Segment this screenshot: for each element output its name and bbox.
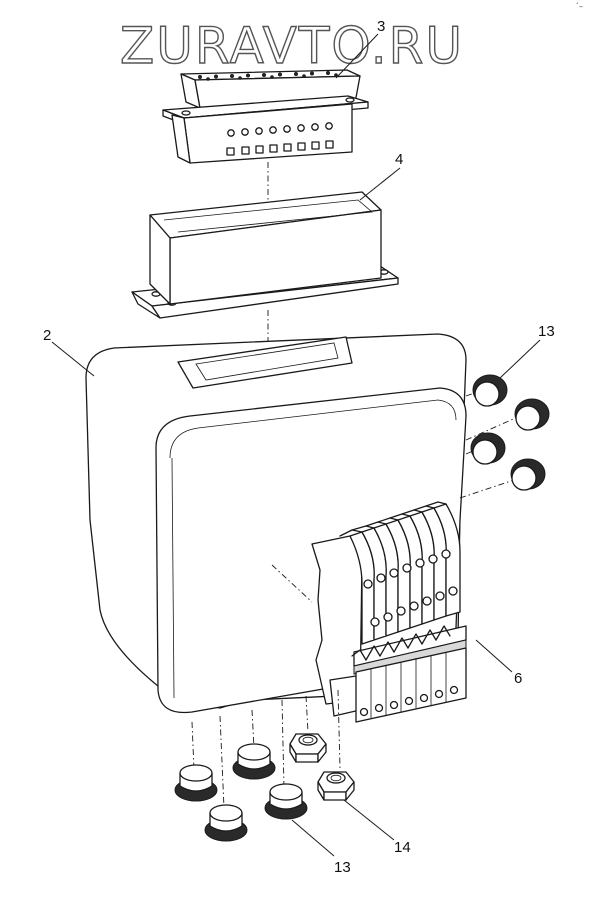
watermark-text: ZURAVTO.RU [120,17,464,75]
leader-4 [359,167,401,201]
side-plugs-13 [459,374,550,499]
callout-14: 14 [394,839,411,856]
plug-pin-dots [198,71,338,81]
terminal-sockets [226,140,334,156]
callout-13-bottom: 13 [334,859,351,876]
leader-14 [343,799,395,841]
leader-13-bottom [291,819,335,857]
callout-3: 3 [377,18,385,35]
callout-6: 6 [514,670,522,687]
part-3-connector [162,69,369,164]
callout-2: 2 [43,327,51,344]
terminal-screws [227,122,333,137]
leader-13-top [499,339,541,379]
callout-13-top: 13 [538,323,555,340]
corner-mark: ´– [575,1,583,11]
cable-glands-14 [289,733,355,801]
leader-2 [51,341,95,377]
leader-3 [335,33,379,79]
part-2-housing [85,333,467,714]
callout-4: 4 [395,151,403,168]
bottom-plugs-13 [174,689,341,842]
part-4-frame [131,191,399,319]
terminal-modules [339,501,467,723]
part-6-terminal-block-stack [311,501,467,723]
leader-6 [475,639,513,673]
